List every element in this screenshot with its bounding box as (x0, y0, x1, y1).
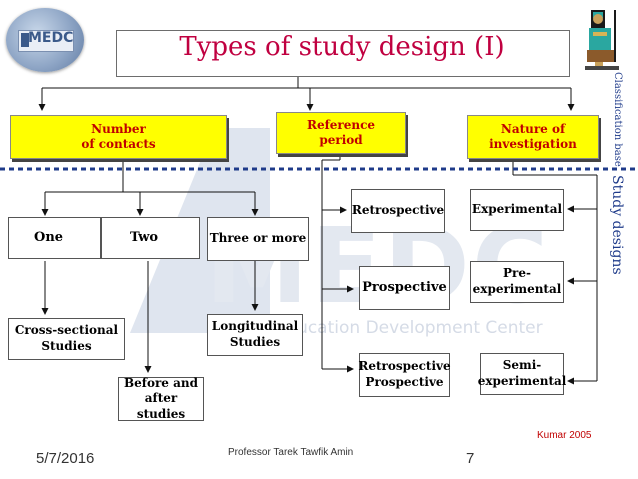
prospective-box: Prospective (359, 266, 450, 310)
retrospective-prospective-box: Retrospective Prospective (358, 353, 451, 397)
reference-period-box: Reference period (276, 112, 406, 154)
two-box: Two (101, 217, 200, 259)
experimental-box: Experimental (470, 189, 564, 231)
retrospective-box: Retrospective (351, 189, 445, 233)
three-or-more-box: Three or more (207, 217, 309, 261)
semi-experimental-box: Semi- experimental (478, 353, 566, 395)
logo-plate (18, 30, 74, 52)
longitudinal-box: Longitudinal Studies (207, 314, 303, 356)
before-after-box: Before and after studies (118, 376, 204, 421)
nature-of-investigation-box: Nature of investigation (467, 115, 599, 159)
title-box (116, 30, 570, 77)
classification-base-label: Classification base (612, 72, 623, 167)
medc-logo: MEDC (6, 8, 84, 72)
one-box: One (8, 217, 101, 259)
footer-page-number: 7 (466, 450, 475, 467)
study-designs-label: Study designs (609, 175, 625, 275)
logo-text: MEDC (28, 30, 74, 46)
number-of-contacts-box: Number of contacts (10, 115, 227, 159)
footer-date: 5/7/2016 (36, 450, 95, 467)
logo-square-icon (21, 33, 29, 47)
citation: Kumar 2005 (537, 430, 592, 441)
footer-author: Professor Tarek Tawfik Amin (228, 447, 354, 458)
page-title: Types of study design (I) (179, 32, 505, 62)
pre-experimental-box: Pre- experimental (470, 261, 564, 303)
cross-sectional-box: Cross-sectional Studies (8, 318, 125, 360)
